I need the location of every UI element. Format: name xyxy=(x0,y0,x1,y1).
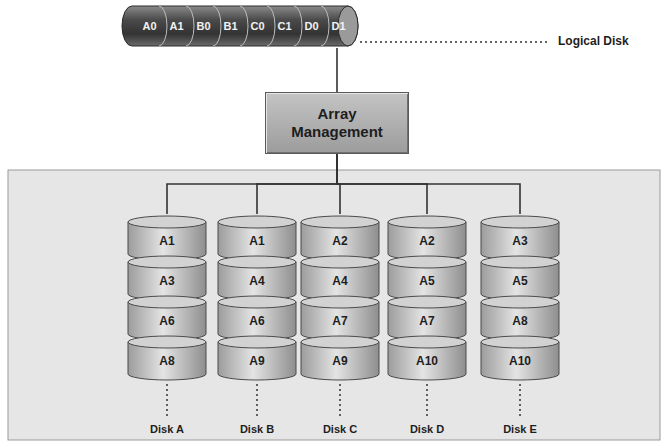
segment-label: C1 xyxy=(271,19,298,33)
callout-label: Logical Disk xyxy=(556,34,631,48)
block-label: A7 xyxy=(386,314,468,328)
segment-label: A0 xyxy=(136,19,163,33)
block-label: A6 xyxy=(126,314,208,328)
array-management-box: Array Management xyxy=(265,92,409,154)
disk-stack: A3A5A8A10Disk E xyxy=(479,214,561,440)
block-label: A4 xyxy=(299,274,381,288)
disk-stack: A1A3A6A8Disk A xyxy=(126,214,208,440)
block-label: A2 xyxy=(299,234,381,248)
block-label: A10 xyxy=(386,354,468,368)
disk-stack: A2A4A7A9Disk C xyxy=(299,214,381,440)
block-label: A8 xyxy=(479,314,561,328)
block-label: A7 xyxy=(299,314,381,328)
block-label: A1 xyxy=(126,234,208,248)
segment-label: B1 xyxy=(217,19,244,33)
block-label: A3 xyxy=(126,274,208,288)
connector-line xyxy=(336,48,338,92)
block-label: A10 xyxy=(479,354,561,368)
block-label: A5 xyxy=(479,274,561,288)
box-label: Array Management xyxy=(278,105,396,141)
disk-name: Disk A xyxy=(126,423,208,436)
block-label: A6 xyxy=(216,314,298,328)
block-label: A9 xyxy=(299,354,381,368)
block-label: A9 xyxy=(216,354,298,368)
connector-line xyxy=(167,154,337,214)
disk-name: Disk E xyxy=(479,423,561,436)
block-label: A8 xyxy=(126,354,208,368)
block-label: A1 xyxy=(216,234,298,248)
block-label: A3 xyxy=(479,234,561,248)
block-label: A5 xyxy=(386,274,468,288)
connector-line xyxy=(257,154,337,214)
disk-name: Disk D xyxy=(386,423,468,436)
segment-label: D0 xyxy=(298,19,325,33)
segment-label: A1 xyxy=(163,19,190,33)
disk-name: Disk C xyxy=(299,423,381,436)
connector-line xyxy=(337,154,520,214)
disk-name: Disk B xyxy=(216,423,298,436)
block-label: A2 xyxy=(386,234,468,248)
disk-stack: A1A4A6A9Disk B xyxy=(216,214,298,440)
segment-label: D1 xyxy=(325,19,352,33)
segment-label: C0 xyxy=(244,19,271,33)
block-label: A4 xyxy=(216,274,298,288)
logical-disk: A0A1B0B1C0C1D0D1 xyxy=(118,4,364,48)
segment-label: B0 xyxy=(190,19,217,33)
disk-stack: A2A5A7A10Disk D xyxy=(386,214,468,440)
